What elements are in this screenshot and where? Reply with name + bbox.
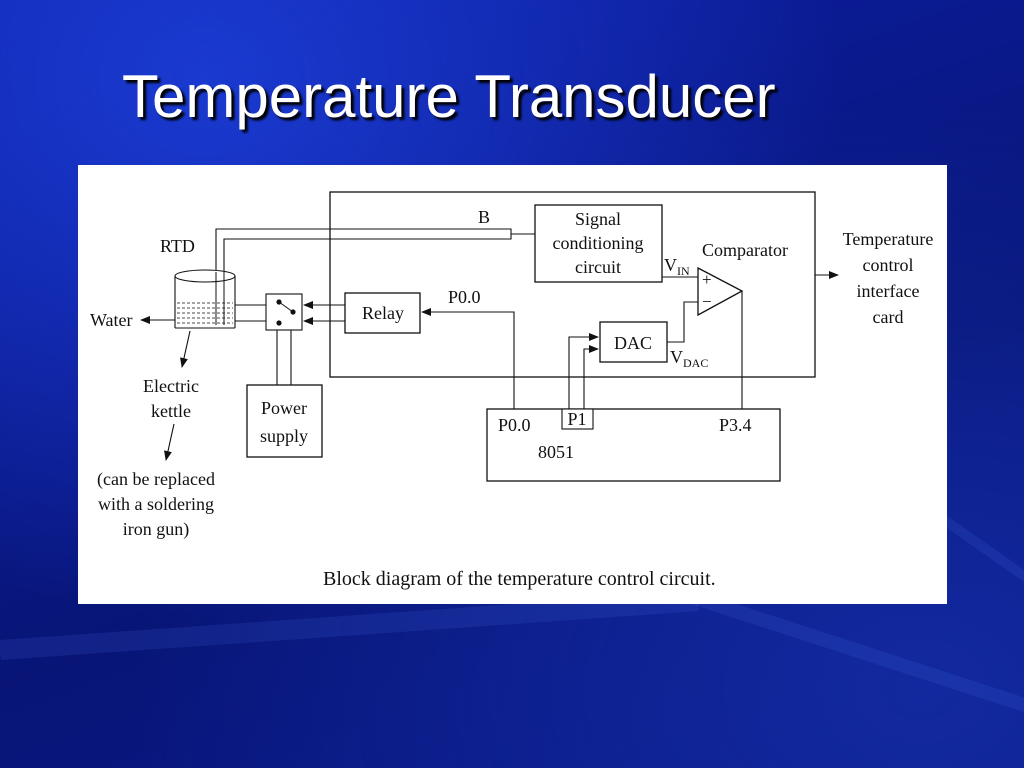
vin-label: VIN <box>664 255 690 278</box>
rtd-to-signal-wire-inner <box>223 234 512 272</box>
signal-conditioning-label-1: Signal <box>575 209 621 229</box>
dac-to-comparator-wire <box>667 301 698 343</box>
output-label-2: control <box>863 255 914 275</box>
comparator-plus-sign: + <box>702 270 712 289</box>
note-label-3: iron gun) <box>123 519 190 540</box>
note-pointer-arrow <box>164 423 175 461</box>
dac-box <box>599 321 668 363</box>
relay-label: Relay <box>362 303 404 323</box>
power-supply-label-2: supply <box>260 426 308 446</box>
kettle-pointer-arrow <box>180 330 191 368</box>
p1-label: P1 <box>567 409 586 429</box>
signal-conditioning-box <box>534 204 663 283</box>
relay-switch-contacts <box>265 293 303 331</box>
p00-top-label: P0.0 <box>448 287 481 307</box>
p1-to-dac-wire-inner <box>583 345 599 409</box>
signal-conditioning-label-2: conditioning <box>553 233 644 253</box>
relay-box <box>344 292 421 334</box>
block-diagram: Signal conditioning circuit B RTD Water <box>90 191 934 590</box>
power-supply-label-1: Power <box>261 398 307 418</box>
output-label-3: interface <box>857 281 920 301</box>
power-supply-box <box>246 384 323 458</box>
mcu-label: 8051 <box>538 442 574 462</box>
output-label-1: Temperature <box>843 229 934 249</box>
diagram-caption: Block diagram of the temperature control… <box>323 568 716 590</box>
comparator-symbol <box>697 266 744 317</box>
water-label: Water <box>90 310 133 330</box>
signal-conditioning-label-3: circuit <box>575 257 621 277</box>
note-label-2: with a soldering <box>98 494 214 514</box>
vdac-label: VDAC <box>670 347 708 370</box>
note-label-1: (can be replaced <box>97 469 215 490</box>
p1-to-dac-wire-outer <box>568 333 599 409</box>
p00-bottom-label: P0.0 <box>498 415 531 435</box>
node-b-label: B <box>478 207 490 227</box>
output-label-4: card <box>873 307 904 327</box>
electric-kettle-icon <box>174 269 236 329</box>
electric-kettle-label-2: kettle <box>151 401 191 421</box>
block-diagram-figure: Signal conditioning circuit B RTD Water <box>78 165 947 604</box>
p1-port-box <box>561 408 594 430</box>
dac-label: DAC <box>614 333 652 353</box>
rtd-to-signal-wire-outer <box>215 228 512 272</box>
electric-kettle-label-1: Electric <box>143 376 199 396</box>
microcontroller-8051-box <box>486 408 781 482</box>
comparator-label: Comparator <box>702 240 788 260</box>
control-enclosure-box <box>329 191 816 378</box>
rtd-label: RTD <box>160 236 195 256</box>
p00-to-relay-wire <box>421 308 515 409</box>
slide-title: Temperature Transducer <box>122 63 776 130</box>
p34-label: P3.4 <box>719 415 752 435</box>
comparator-minus-sign: − <box>702 292 712 311</box>
